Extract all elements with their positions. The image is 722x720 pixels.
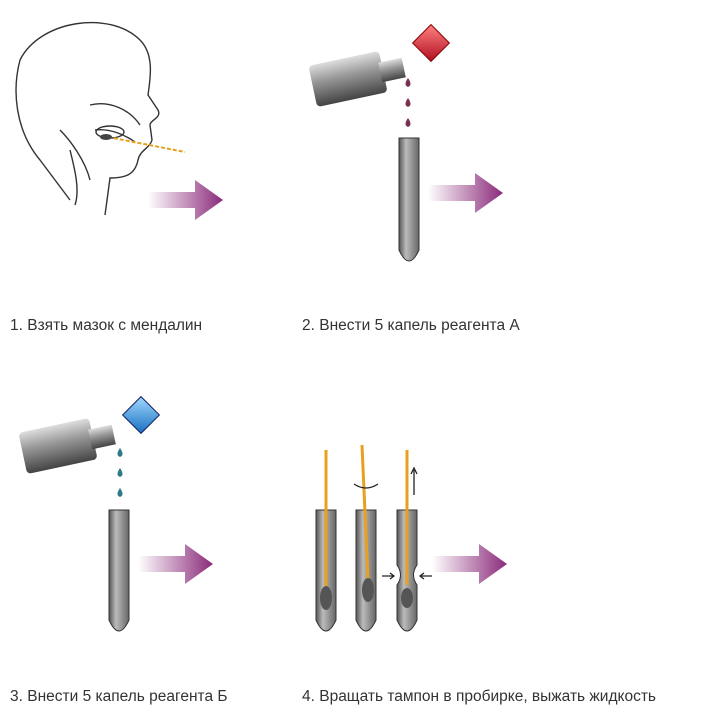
tube-with-swab-2 (353, 444, 379, 632)
step-4-caption: 4. Вращать тампон в пробирке, выжать жид… (302, 688, 657, 705)
arrow-right-icon (428, 173, 503, 213)
tube-with-swab-1 (315, 450, 337, 632)
arrow-right-icon (138, 544, 213, 584)
test-tube-icon (398, 137, 420, 262)
dropper-bottle-b (19, 418, 116, 474)
step1-head-illustration (15, 21, 160, 216)
step-1-caption: 1. Взять мазок с мендалин (10, 317, 203, 334)
step-3-caption: 3. Внести 5 капель реагента Б (10, 688, 228, 705)
reagent-b-diamond-icon (121, 395, 161, 435)
reagent-a-drops-icon (405, 78, 411, 127)
dropper-bottle-a (309, 51, 406, 107)
swab-tip-icon (100, 134, 112, 140)
arrow-right-icon (148, 180, 223, 220)
reagent-a-diamond-icon (411, 23, 451, 63)
test-tube-icon (108, 509, 130, 632)
tube-with-swab-3 (382, 450, 432, 632)
reagent-b-drops-icon (117, 448, 123, 497)
step-2-caption: 2. Внести 5 капель реагента А (302, 317, 520, 334)
swab-icon (107, 136, 186, 153)
arrow-right-icon (432, 544, 507, 584)
